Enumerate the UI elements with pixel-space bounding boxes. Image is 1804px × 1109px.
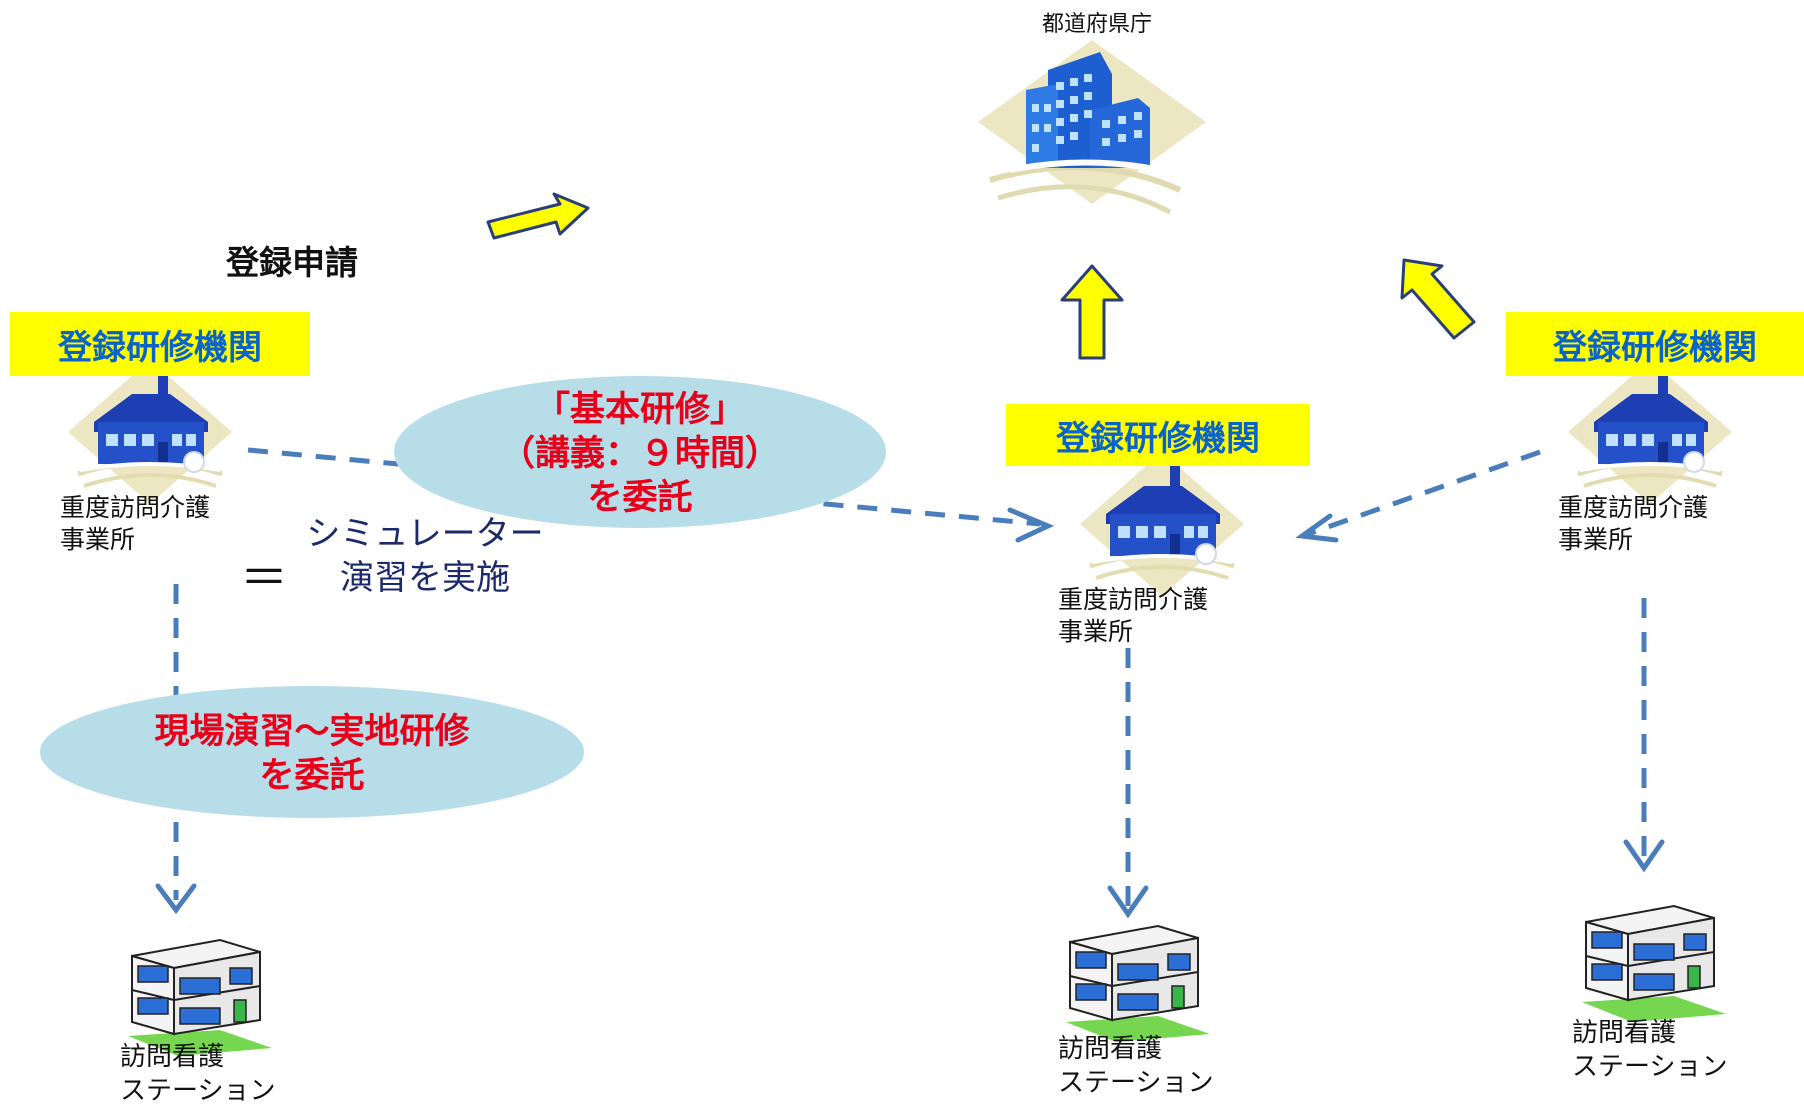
field-training-ellipse — [40, 686, 584, 818]
basic-training-line1: 「基本研修」 — [534, 390, 745, 430]
institution-box-right: 登録研修機関 — [1506, 312, 1804, 376]
arrowhead-center-from-right — [1295, 513, 1339, 543]
station-building-icon — [127, 939, 273, 1057]
station-building-icon — [1581, 905, 1727, 1023]
office-label-line1: 重度訪問介護 — [60, 493, 211, 522]
station-label-line2: ステーション — [1572, 1052, 1728, 1082]
office-label-right: 重度訪問介護 事業所 — [1558, 492, 1708, 556]
simulator-line2: 演習を実施 — [340, 558, 510, 598]
station-label-line2: ステーション — [120, 1076, 276, 1106]
simulator-line1: シミュレーター — [306, 514, 544, 554]
office-label-line1: 重度訪問介護 — [1058, 585, 1209, 614]
station-building-icon — [1065, 925, 1211, 1043]
station-label-line1: 訪問看護 — [1058, 1034, 1163, 1064]
institution-box-center: 登録研修機関 — [1006, 404, 1310, 466]
station-label-line2: ステーション — [1058, 1068, 1214, 1098]
basic-training-text: 「基本研修」 （講義：９時間） を委託 — [440, 388, 840, 520]
station-label-left: 訪問看護 ステーション — [120, 1040, 275, 1108]
equals-sign: ＝ — [240, 550, 289, 606]
station-label-center: 訪問看護 ステーション — [1058, 1032, 1213, 1100]
consign-line-right — [1307, 449, 1541, 537]
registration-label: 登録申請 — [226, 243, 358, 282]
registration-arrow-left — [486, 192, 590, 240]
basic-training-line3: を委託 — [587, 478, 693, 518]
office-house-icon — [1080, 452, 1244, 596]
station-label-line1: 訪問看護 — [120, 1042, 225, 1072]
consign-line-left — [247, 447, 1041, 527]
arrowhead-station-right — [1623, 839, 1665, 873]
prefecture-label: 都道府県庁 — [1042, 12, 1153, 37]
field-training-line2: を委託 — [259, 756, 365, 796]
registration-arrow-right — [1400, 258, 1476, 340]
station-label-line1: 訪問看護 — [1572, 1018, 1677, 1048]
office-label-left: 重度訪問介護 事業所 — [60, 492, 210, 556]
basic-training-line2: （講義：９時間） — [499, 434, 780, 474]
station-label-right: 訪問看護 ステーション — [1572, 1016, 1727, 1084]
government-building-icon — [978, 40, 1206, 215]
simulator-text: シミュレーター 演習を実施 — [290, 512, 560, 600]
arrowhead-station-center — [1107, 885, 1149, 919]
arrowhead-station-left — [155, 883, 197, 915]
office-label-line2: 事業所 — [1058, 617, 1134, 646]
field-training-line1: 現場演習～実地研修 — [154, 712, 470, 752]
field-training-text: 現場演習～実地研修 を委託 — [112, 710, 512, 798]
basic-training-ellipse — [394, 376, 886, 528]
arrowhead-center-from-left — [1007, 507, 1055, 543]
registration-arrow-center — [1060, 264, 1124, 360]
office-label-line2: 事業所 — [60, 525, 136, 554]
office-house-icon — [1568, 360, 1732, 504]
office-label-line2: 事業所 — [1558, 525, 1634, 554]
office-house-icon — [68, 360, 232, 504]
institution-box-left: 登録研修機関 — [10, 312, 310, 376]
office-label-line1: 重度訪問介護 — [1558, 493, 1709, 522]
office-label-center: 重度訪問介護 事業所 — [1058, 584, 1208, 648]
